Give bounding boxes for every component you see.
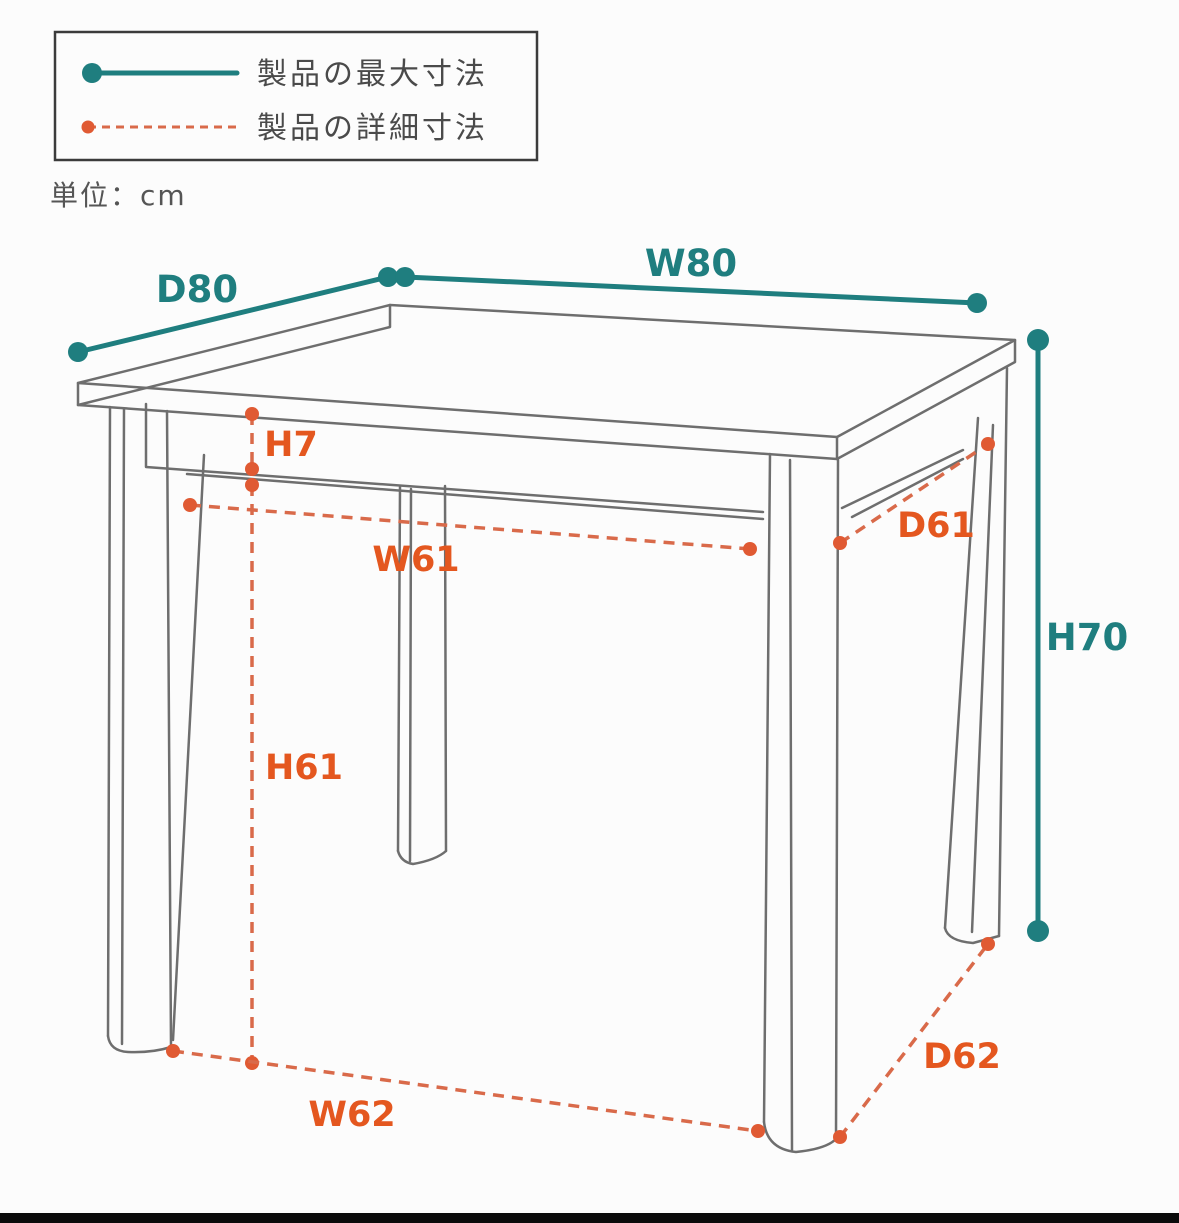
unit-note: 単位：cm bbox=[50, 179, 187, 212]
legend-row-max: 製品の最大寸法 bbox=[82, 57, 488, 92]
dim-label-w61: W61 bbox=[372, 540, 459, 580]
dim-label-w62: W62 bbox=[308, 1095, 395, 1135]
legend-row-detail: 製品の詳細寸法 bbox=[81, 111, 488, 146]
dim-d61: D61 bbox=[833, 437, 995, 550]
right-leg bbox=[943, 366, 1009, 945]
dim-label-d61: D61 bbox=[897, 506, 975, 546]
solid-line-dot-icon bbox=[82, 63, 102, 83]
dim-label-h70: H70 bbox=[1046, 616, 1128, 659]
apron-front bbox=[144, 402, 765, 514]
dim-h7: H7 bbox=[245, 407, 318, 476]
dim-label-w80: W80 bbox=[645, 242, 737, 285]
dim-d80: D80 bbox=[68, 267, 398, 362]
apron-front-inner bbox=[185, 472, 765, 521]
dim-w80: W80 bbox=[395, 242, 987, 313]
dim-w62: W62 bbox=[166, 1044, 765, 1138]
dim-h61: H61 bbox=[245, 478, 343, 1070]
dashed-line-dot-icon bbox=[81, 120, 95, 134]
dim-w61: W61 bbox=[183, 498, 757, 580]
front-leg bbox=[762, 452, 840, 1154]
legend-max-label: 製品の最大寸法 bbox=[257, 57, 488, 92]
apron-right bbox=[840, 448, 965, 510]
tabletop-left-edge bbox=[76, 303, 392, 407]
dim-d62: D62 bbox=[833, 937, 1001, 1144]
tabletop-right-edge bbox=[835, 338, 1017, 461]
legend-detail-label: 製品の詳細寸法 bbox=[257, 111, 488, 146]
apron-right-inner bbox=[850, 457, 965, 519]
table-drawing bbox=[76, 303, 1017, 1154]
left-leg bbox=[106, 405, 206, 1054]
dim-label-d62: D62 bbox=[923, 1037, 1001, 1077]
legend-border bbox=[53, 30, 539, 162]
dim-label-h61: H61 bbox=[265, 748, 343, 788]
dim-label-h7: H7 bbox=[264, 425, 318, 465]
detail-dimension-lines: H7 H61 W61 D61 W62 D62 bbox=[166, 407, 1001, 1144]
bottom-bar bbox=[0, 1213, 1179, 1223]
legend: 製品の最大寸法 製品の詳細寸法 bbox=[53, 30, 539, 162]
overall-dimension-lines: D80 W80 H70 bbox=[68, 242, 1128, 942]
dim-label-d80: D80 bbox=[156, 268, 238, 311]
dim-h70: H70 bbox=[1027, 329, 1128, 942]
back-leg bbox=[396, 484, 448, 866]
